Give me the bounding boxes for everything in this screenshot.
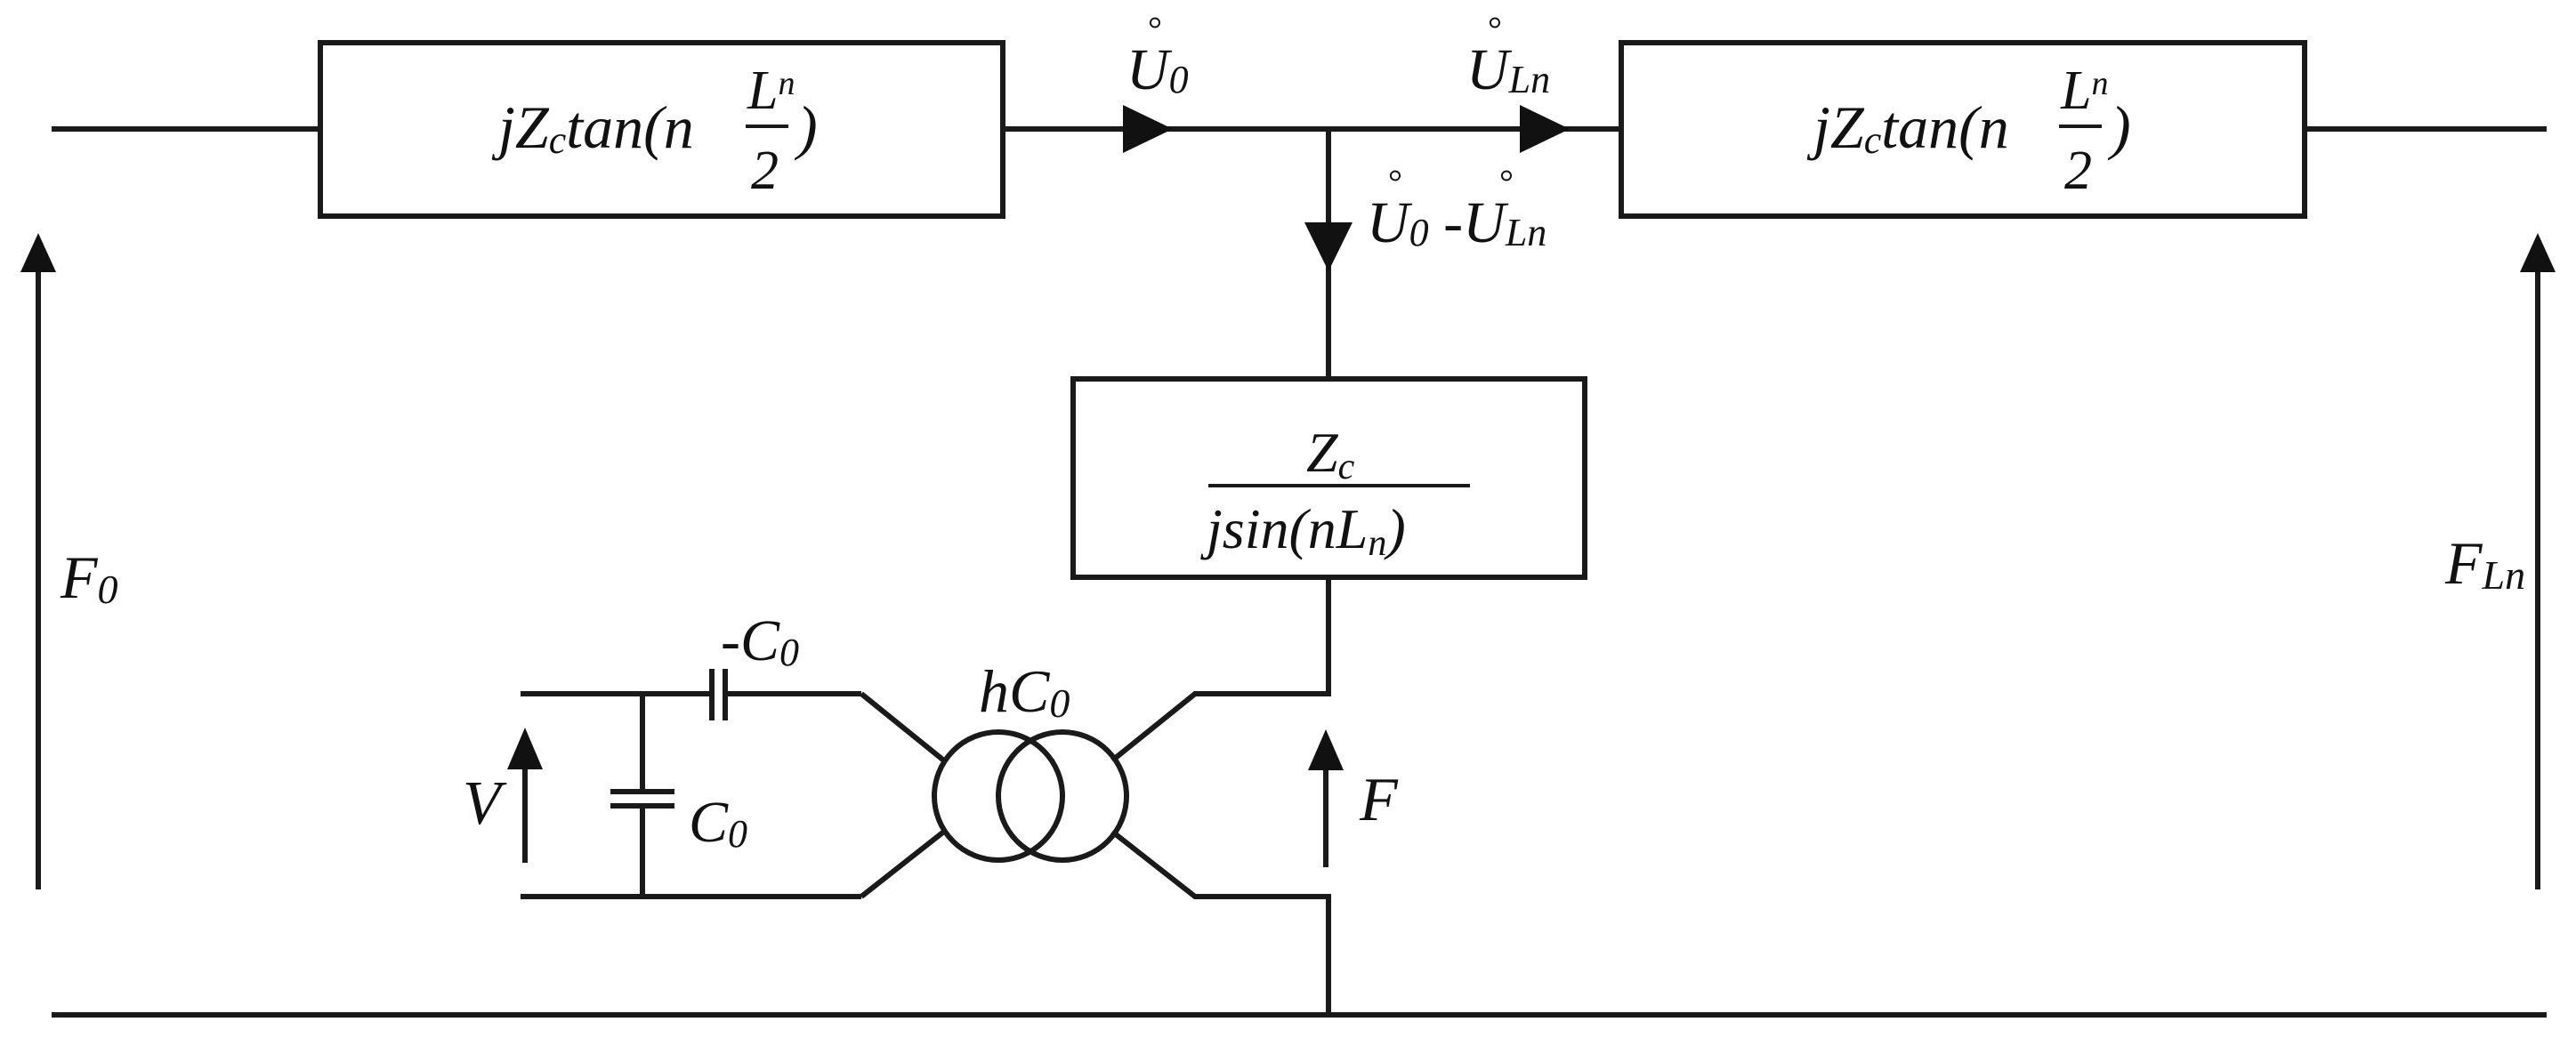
f0-arrow-head [20,233,56,272]
svg-text:jsin(nLn): jsin(nLn) [1200,497,1406,564]
u0-current-arrow [1123,105,1173,153]
transformer-secondary-coil-icon [996,729,1129,863]
svg-text:°: ° [1499,162,1514,202]
uln-label: ° ULn [1466,9,1550,102]
svg-text:Ln: Ln [747,60,795,121]
right-series-impedance-block [1619,40,2307,219]
svg-text:U0: U0 [1126,37,1189,102]
shunt-impedance-block [1070,376,1587,580]
fln-arrow-head [2520,233,2556,272]
svg-text:jZctan(n: jZctan(n [1806,93,2009,162]
svg-text:2: 2 [2064,141,2092,201]
svg-text:hC0: hC0 [979,657,1070,726]
svg-text:Ln: Ln [2060,60,2108,121]
svg-text:FLn: FLn [2444,529,2525,598]
svg-text:ULn: ULn [1466,37,1550,102]
voltage-v-label: V [463,769,507,838]
transformer-primary-coil-icon [932,729,1065,863]
svg-text:°: ° [1488,9,1502,49]
svg-text:2: 2 [751,141,779,201]
c0-label: C0 [689,790,747,856]
shunt-current-arrow [1304,222,1353,271]
f0-label: F0 [60,543,118,612]
svg-text:Zc: Zc [1306,421,1355,487]
svg-text:F0: F0 [60,543,118,612]
svg-text:): ) [2107,93,2131,161]
u0-label: ° U0 [1126,9,1189,102]
neg-c0-label: -C0 [721,608,799,674]
transformer-lower-right-wire [1110,829,1331,1015]
svg-text:-C0: -C0 [721,608,799,674]
fln-label: FLn [2444,529,2525,598]
voltage-arrow-head [507,728,543,769]
left-series-impedance-block [318,40,1005,219]
svg-text:jZctan(n: jZctan(n [491,93,694,162]
svg-text:): ) [794,93,818,161]
svg-text:U0 -ULn: U0 -ULn [1367,190,1546,255]
force-f-arrow-head [1308,729,1344,770]
hc0-label: hC0 [979,657,1070,726]
shunt-branch-wire-bottom [1110,577,1331,763]
uln-current-arrow [1520,105,1570,153]
svg-text:C0: C0 [689,790,747,856]
svg-text:°: ° [1148,9,1162,49]
right-block-expression: jZctan(n Ln 2 ) [1806,60,2131,201]
force-f-label: F [1359,766,1399,834]
left-block-expression: jZctan(n Ln 2 ) [491,60,818,201]
svg-text:°: ° [1388,162,1402,202]
transformer-upper-left-wire [860,691,947,764]
transformer-lower-left-wire [860,828,947,899]
u0-minus-uln-label: ° ° U0 -ULn [1367,162,1546,255]
shunt-block-expression: Zc jsin(nLn) [1200,421,1470,564]
